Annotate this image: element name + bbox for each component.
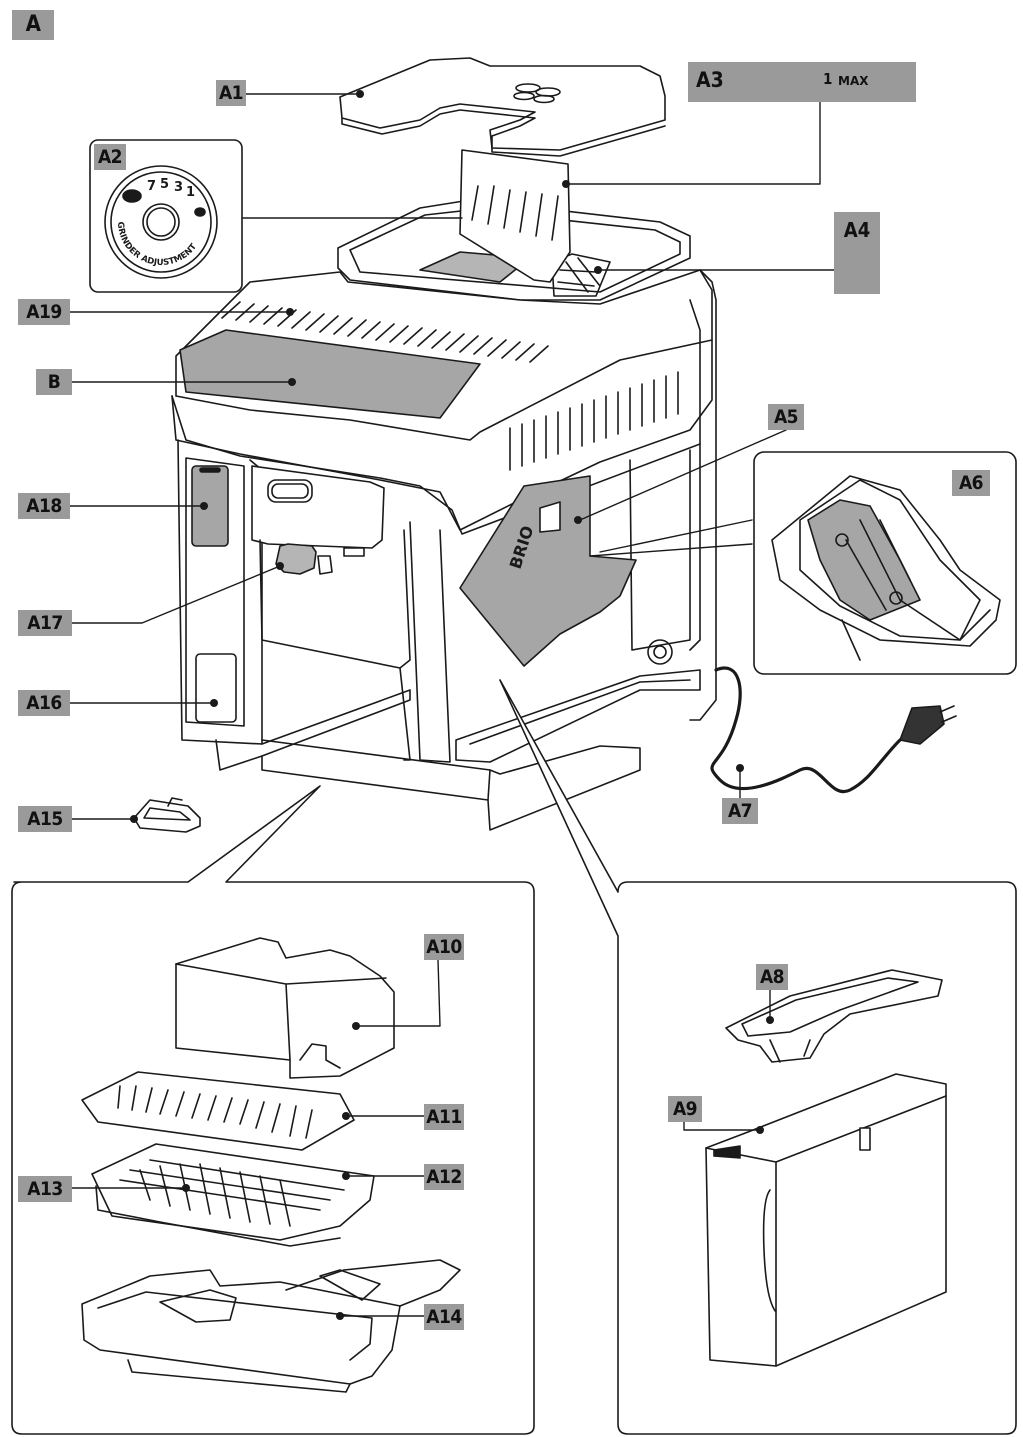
label-a19: A19 xyxy=(18,299,70,325)
label-a10: A10 xyxy=(424,934,464,960)
dial-number-7: 7 xyxy=(147,179,156,194)
dial-number-1: 1 xyxy=(186,185,195,200)
label-a16: A16 xyxy=(18,690,70,716)
label-a7: A7 xyxy=(722,798,758,824)
bean-hopper-lid xyxy=(339,57,666,157)
cleaning-tool xyxy=(133,797,201,833)
a4-label-box: A4 xyxy=(834,212,880,294)
label-a9: A9 xyxy=(668,1096,702,1122)
machine-body xyxy=(171,199,717,831)
leader-lines xyxy=(69,93,835,1317)
water-filter-inset xyxy=(753,451,1017,675)
label-a17: A17 xyxy=(18,610,72,636)
label-a4: A4 xyxy=(843,218,871,242)
label-a14: A14 xyxy=(424,1304,464,1330)
descaler-sheet: BRIO xyxy=(459,475,637,667)
label-a1: A1 xyxy=(216,80,246,106)
power-cord xyxy=(710,666,957,794)
scoop-max: MAX xyxy=(838,74,869,88)
dial-number-5: 5 xyxy=(160,177,169,192)
a3-label-box: A3 xyxy=(688,62,916,102)
label-a3: A3 xyxy=(696,68,724,92)
label-a6: A6 xyxy=(952,470,990,496)
figure-label: A xyxy=(12,10,54,40)
label-a5: A5 xyxy=(768,404,804,430)
label-a15: A15 xyxy=(18,806,72,832)
label-a2: A2 xyxy=(94,144,126,170)
grinder-dial-inset xyxy=(89,139,243,293)
label-a13: A13 xyxy=(18,1176,72,1202)
label-a8: A8 xyxy=(756,964,788,990)
grinder-dial-text: 7 5 3 1 xyxy=(147,177,195,200)
hopper-insert-card xyxy=(459,149,571,283)
label-a18: A18 xyxy=(18,493,70,519)
dial-number-3: 3 xyxy=(174,180,183,195)
label-b: B xyxy=(36,369,72,395)
label-a11: A11 xyxy=(424,1104,464,1130)
water-tank-panel xyxy=(499,679,1017,1435)
scoop-count: 1 xyxy=(823,70,833,88)
label-a12: A12 xyxy=(424,1164,464,1190)
leader-dots xyxy=(130,90,774,1320)
